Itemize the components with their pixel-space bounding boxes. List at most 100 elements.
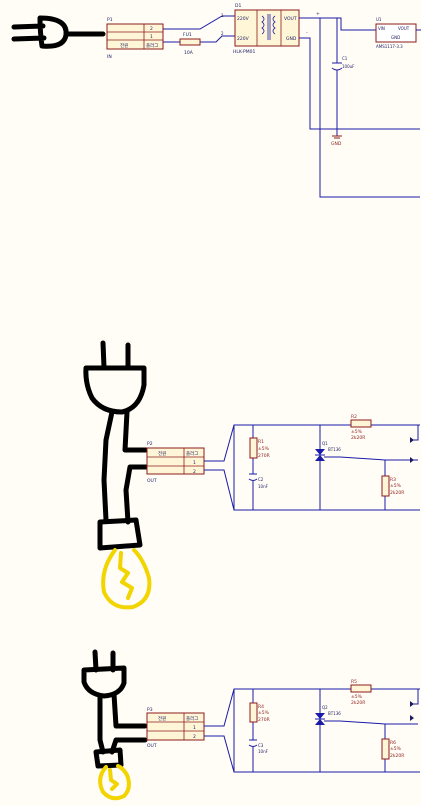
- plug-drawing-top: [11, 15, 106, 49]
- resistor-r6-value: 2k20R: [390, 753, 404, 759]
- resistor-r1-tol: ±5%: [258, 446, 270, 452]
- transformer-pin2: 2: [221, 31, 224, 36]
- transformer-out1: VOUT: [284, 16, 297, 22]
- resistor-r3-value: 2k20R: [390, 490, 404, 496]
- bulb-drawing-bot: [98, 764, 131, 801]
- resistor-r4: R4 ±5% 270R: [249, 702, 270, 723]
- wire-mid-top: [204, 424, 420, 462]
- connector-p2-pin2: 2: [193, 469, 196, 475]
- capacitor-c2: C2 10nF: [248, 473, 269, 489]
- triac-q2: Q2 BT136: [315, 689, 386, 772]
- connector-p3: P3 전원 플러그 1 2 OUT: [146, 707, 205, 749]
- output-arrows-mid: [385, 424, 419, 463]
- resistor-r5: R5 ±5% 2k20R: [350, 679, 372, 706]
- resistor-r1-body: [249, 437, 258, 459]
- resistor-r4-body: [249, 702, 258, 723]
- connector-p2-left1: 전원: [158, 450, 166, 457]
- triac-q1: Q1 BT136: [315, 425, 386, 510]
- resistor-r6-tol: ±5%: [390, 746, 402, 752]
- resistor-r6: R6 ±5% 2k20R: [381, 724, 404, 772]
- connector-p1-left-label: 전원: [120, 42, 128, 49]
- capacitor-c1-value: 100uF: [342, 64, 355, 69]
- transformer-part: HLK-PM01: [233, 49, 255, 55]
- plug-drawing-bot: [81, 649, 148, 769]
- connector-p3-body: [146, 712, 205, 741]
- transformer-ref: D1: [235, 3, 241, 9]
- output-arrows-bot: [385, 688, 419, 725]
- regulator-body: [375, 23, 417, 43]
- regulator-vout: VOUT: [398, 26, 410, 31]
- resistor-r1: R1 ±5% 270R: [249, 437, 270, 459]
- middle-circuit: P2 전원 플러그 1 2 OUT R1 ±5% 270R C2 10nF: [83, 340, 420, 610]
- triac-q1-part: BT136: [328, 447, 341, 452]
- capacitor-c1-ref: C1: [342, 56, 348, 61]
- wire-p1-top: [163, 15, 235, 30]
- resistor-r2-tol: ±5%: [351, 429, 363, 435]
- plug-drawing-mid: [83, 340, 149, 551]
- gnd-label: GND: [331, 141, 342, 147]
- connector-p2: P2 전원 플러그 1 2 OUT: [146, 441, 205, 484]
- transformer-body: [234, 9, 300, 47]
- resistor-r3-body: [381, 475, 390, 497]
- resistor-r5-tol: ±5%: [351, 694, 363, 700]
- resistor-r6-ref: R6: [390, 740, 396, 746]
- connector-p1: P1 2 1 전원 플러그 IN: [106, 17, 164, 60]
- wire-gnd: [299, 37, 420, 130]
- resistor-r4-ref: R4: [258, 704, 264, 710]
- regulator-u1: U1 VIN VOUT GND AMS1117-3.3: [375, 17, 421, 49]
- capacitor-c2-ref: C2: [258, 477, 264, 482]
- connector-p1-body: [106, 23, 164, 50]
- wire-bot-bottom: [204, 735, 420, 773]
- resistor-r4-tol: ±5%: [258, 710, 270, 716]
- resistor-r2: R2 ±5% 2k20R: [350, 414, 372, 441]
- resistor-r2-value: 2k20R: [351, 435, 365, 441]
- connector-p2-pin1: 1: [193, 460, 196, 466]
- fuse-fu1: FU1 10A: [179, 32, 201, 56]
- resistor-r4-value: 270R: [258, 717, 270, 723]
- transformer-pin1: 1: [221, 13, 224, 18]
- capacitor-c3: C3 10nF: [248, 739, 269, 754]
- regulator-vin: VIN: [378, 26, 385, 31]
- connector-p1-below: IN: [107, 54, 112, 60]
- triac-q2-part: BT136: [328, 711, 341, 716]
- capacitor-c3-ref: C3: [258, 743, 264, 748]
- resistor-r2-body: [350, 419, 372, 428]
- resistor-r2-ref: R2: [351, 414, 357, 420]
- connector-p1-pin2: 2: [150, 26, 153, 32]
- resistor-r3-tol: ±5%: [390, 483, 402, 489]
- transformer-out2: GND: [286, 36, 297, 42]
- regulator-part: AMS1117-3.3: [376, 44, 403, 49]
- connector-p3-right1: 플러그: [186, 715, 198, 722]
- capacitor-c3-value: 10nF: [258, 749, 269, 754]
- regulator-gnd: GND: [391, 35, 400, 40]
- triac-q1-ref: Q1: [322, 441, 328, 446]
- connector-p1-pin1: 1: [150, 34, 153, 40]
- connector-p2-body: [146, 447, 205, 475]
- fuse-value: 10A: [184, 50, 194, 56]
- net-plus: +: [316, 11, 320, 17]
- wire-bot-top: [204, 688, 420, 727]
- resistor-r5-value: 2k20R: [351, 700, 365, 706]
- capacitor-c2-value: 10nF: [258, 484, 269, 489]
- connector-p1-right-label: 플러그: [146, 42, 158, 49]
- resistor-r6-body: [381, 738, 390, 760]
- resistor-r3-ref: R3: [390, 477, 396, 483]
- regulator-ref: U1: [376, 17, 382, 22]
- transformer-in1: 220V: [237, 16, 250, 22]
- transformer-in2: 220V: [237, 36, 250, 42]
- connector-p3-pin1: 1: [193, 725, 196, 731]
- resistor-r5-ref: R5: [351, 679, 357, 685]
- resistor-r1-value: 270R: [258, 453, 270, 459]
- connector-p3-left1: 전원: [158, 715, 166, 722]
- connector-p3-pin2: 2: [193, 734, 196, 740]
- top-circuit: P1 2 1 전원 플러그 IN FU1 10A D1 220V: [11, 3, 421, 198]
- connector-p3-ref: P3: [147, 707, 153, 713]
- wire-mid-bottom: [204, 469, 420, 511]
- resistor-r3: R3 ±5% 2k20R: [381, 460, 404, 510]
- net-minus: -: [306, 31, 308, 36]
- gnd-symbol: GND: [331, 129, 342, 147]
- connector-p3-out: OUT: [147, 743, 157, 749]
- capacitor-c1: C1 100uF: [331, 18, 355, 129]
